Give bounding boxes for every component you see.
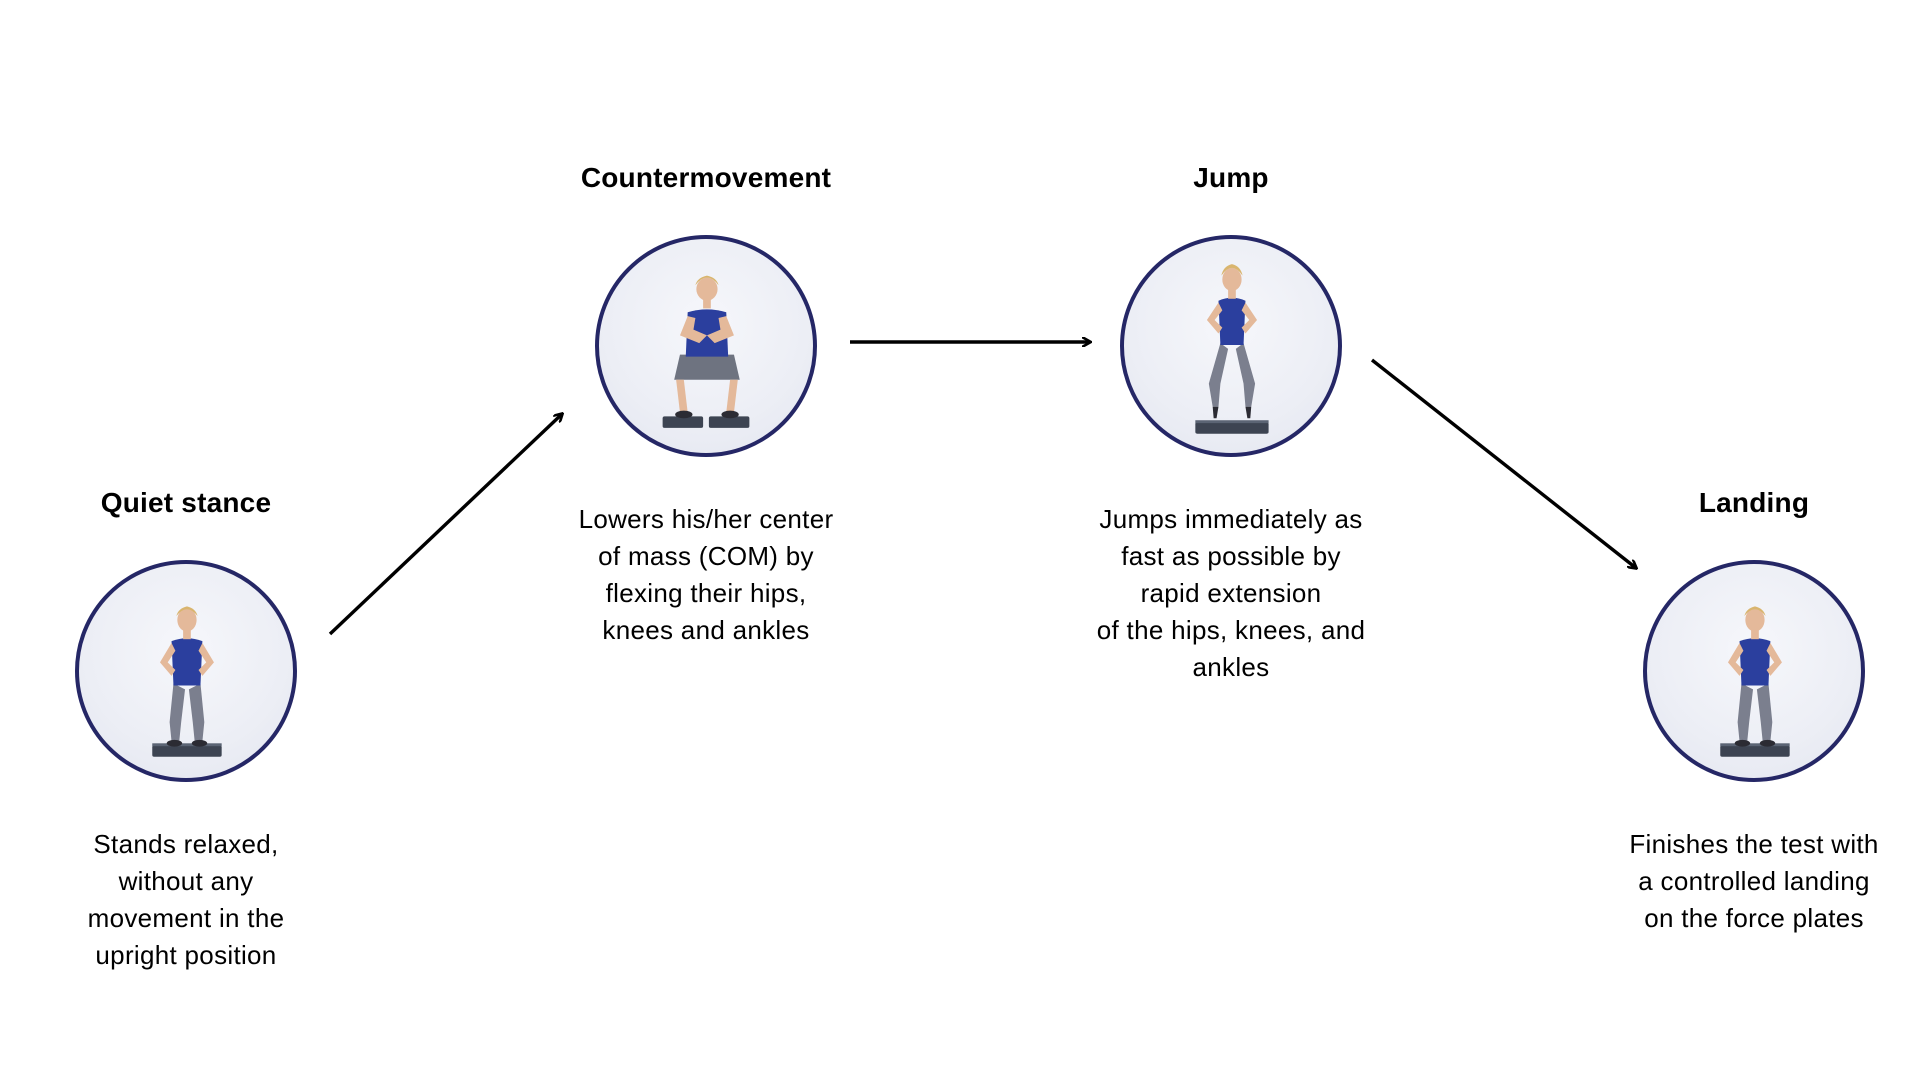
athlete-standing-photo: [75, 560, 297, 782]
phase-title: Jump: [1193, 162, 1269, 193]
athlete-landing-photo: [1643, 560, 1865, 782]
athlete-jumping-photo: [1120, 235, 1342, 457]
arrow-stance-to-countermovement: [328, 414, 562, 636]
phase-title: Quiet stance: [100, 487, 272, 518]
phase-landing: Landing Finishes the test with a control…: [1589, 486, 1919, 937]
phase-quiet-stance: Quiet stance Stands relaxed, without any…: [21, 486, 351, 974]
phase-title: Countermovement: [580, 162, 832, 193]
phase-description: Lowers his/her center of mass (COM) by f…: [578, 504, 834, 645]
phase-jump: Jump Jumps immediately as fast as possib…: [1066, 161, 1396, 686]
phase-title: Landing: [1698, 487, 1810, 518]
phase-description: Jumps immediately as fast as possible by…: [1096, 504, 1366, 682]
athlete-squat-photo: [595, 235, 817, 457]
phase-description: Stands relaxed, without any movement in …: [87, 829, 285, 970]
arrow-jump-to-landing: [1370, 358, 1636, 568]
phase-countermovement: Countermovement Lowers his/her center of…: [541, 161, 871, 649]
phase-description: Finishes the test with a controlled land…: [1629, 829, 1879, 933]
